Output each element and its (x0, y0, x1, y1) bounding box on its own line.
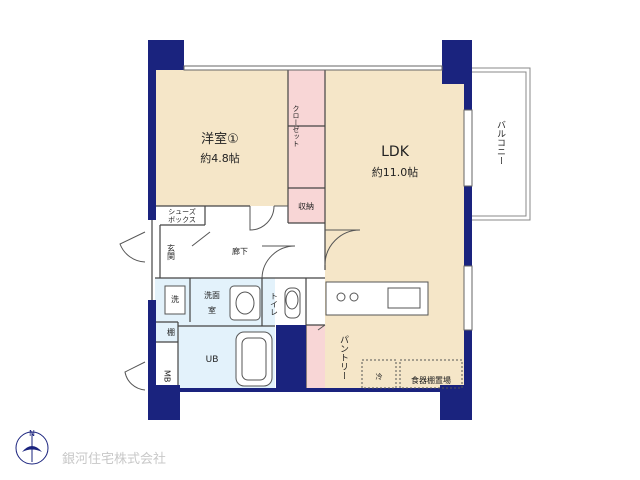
entrance-label: 玄関 (167, 243, 176, 261)
washroom-line1: 洗面 (204, 290, 220, 300)
windows (183, 65, 473, 331)
laundry-label: 洗 (171, 294, 179, 304)
cupboard-space-label: 食器棚置場 (411, 375, 451, 385)
shelf-label: 棚 (167, 327, 175, 337)
storage-label: 収納 (298, 201, 314, 211)
shoes-box-line2: ボックス (168, 216, 196, 224)
western-room-name: 洋室① (201, 131, 239, 147)
western-room-floor (152, 68, 288, 206)
balcony-label: バルコニー (495, 120, 506, 165)
washroom-line2: 室 (208, 305, 216, 315)
unit-bath-label: UB (206, 355, 219, 365)
compass-north-label: N (29, 429, 35, 438)
closet-label: クローゼット (292, 105, 300, 147)
western-room-area: 約4.8帖 (200, 151, 240, 165)
fixtures (164, 281, 463, 389)
ldk-area: 約11.0帖 (372, 165, 419, 179)
fridge-label: 冷 (376, 372, 383, 381)
corridor-label: 廊下 (232, 246, 248, 256)
doors (119, 205, 361, 391)
closet-floor (288, 68, 325, 188)
pantry-floor (306, 325, 325, 390)
toilet-label: トイレ (270, 292, 279, 316)
shelf-floor (155, 322, 178, 342)
storage-floor (288, 188, 325, 223)
ldk-name: LDK (381, 144, 410, 160)
pantry-label: パントリー (338, 335, 349, 380)
meter-box-label: MB (163, 370, 172, 382)
shoes-box-line1: シューズ (168, 207, 196, 216)
structural-walls (148, 40, 472, 420)
ldk-floor-upper (325, 68, 465, 278)
compass-icon: N (15, 429, 49, 465)
balcony (470, 67, 531, 221)
company-name: 銀河住宅株式会社 (62, 451, 166, 467)
